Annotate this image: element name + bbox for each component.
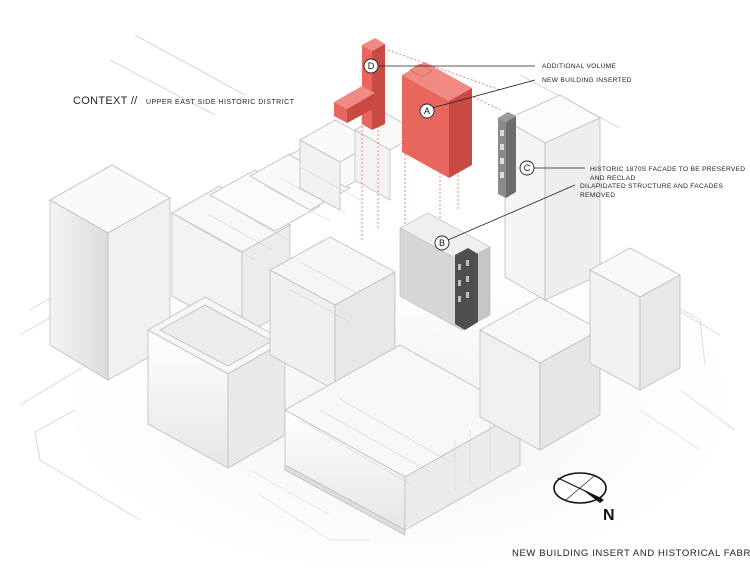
leader-line-b	[447, 184, 576, 241]
new-building-a	[402, 62, 472, 178]
annotation-b-label-line1: DILAPIDATED STRUCTURE AND FACADES	[580, 183, 723, 190]
annotation-d-label: ADDITIONAL VOLUME	[542, 63, 616, 70]
annotation-c-label-line2: AND RECLAD	[590, 175, 636, 182]
marker-d: D	[363, 58, 379, 74]
additional-volume-d	[334, 38, 385, 130]
marker-a: A	[419, 103, 435, 119]
annotation-b-label-line2: REMOVED	[580, 192, 615, 199]
north-label: N	[603, 507, 615, 524]
context-heading: CONTEXT // UPPER EAST SIDE HISTORIC DIST…	[73, 91, 295, 108]
svg-text:B: B	[439, 238, 445, 248]
building-detail-lines	[189, 166, 491, 490]
leader-line-a	[431, 79, 536, 109]
historic-facade-c	[498, 112, 516, 198]
compass-needle-icon	[580, 488, 604, 503]
leader-lines	[379, 65, 585, 241]
context-buildings	[49, 94, 681, 536]
marker-b: B	[434, 235, 450, 251]
annotation-c-label-line1: HISTORIC 1870S FACADE TO BE PRESERVED	[590, 166, 745, 173]
marker-c: C	[519, 160, 535, 176]
svg-text:C: C	[524, 163, 531, 173]
svg-text:A: A	[424, 106, 430, 116]
figure-caption: NEW BUILDING INSERT AND HISTORICAL FABRI…	[512, 548, 750, 559]
context-title: CONTEXT //	[73, 95, 138, 107]
context-subtitle: UPPER EAST SIDE HISTORIC DISTRICT	[146, 99, 295, 106]
annotation-a-label: NEW BUILDING INSERTED	[542, 77, 632, 84]
north-compass: N	[553, 472, 615, 524]
svg-text:D: D	[368, 61, 375, 71]
